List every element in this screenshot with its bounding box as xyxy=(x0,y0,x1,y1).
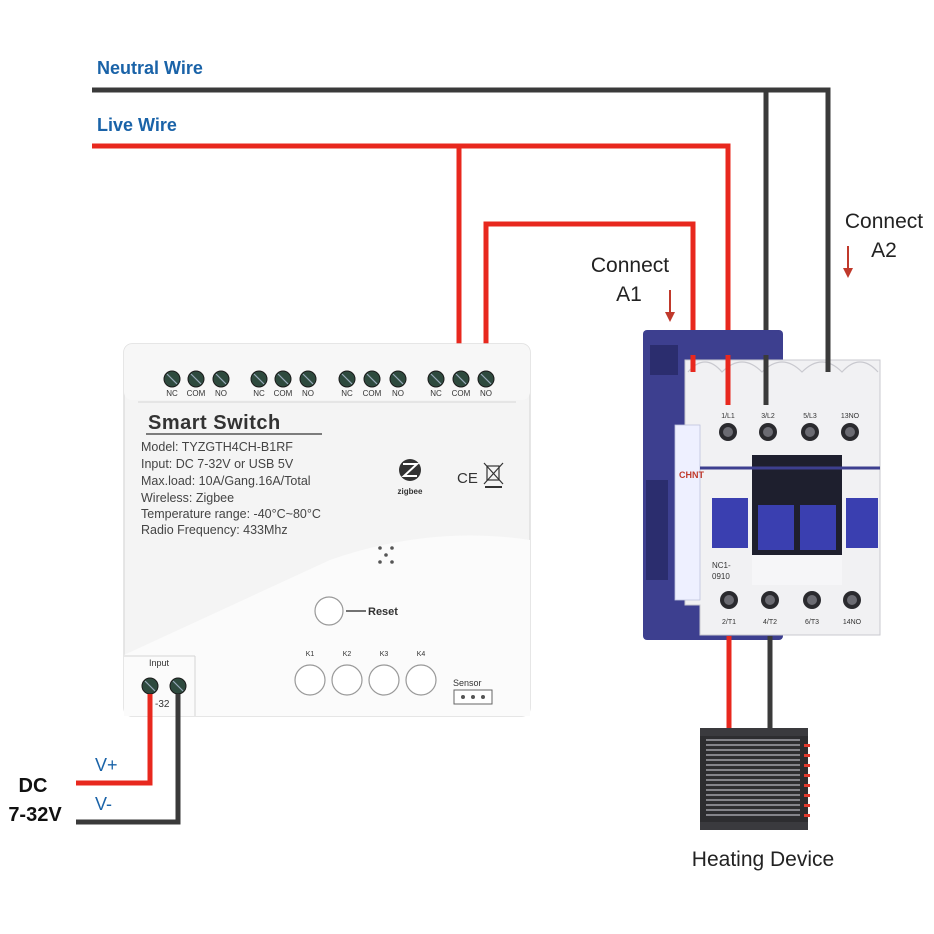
screw-slot xyxy=(253,373,265,385)
screw-slot xyxy=(277,373,289,385)
module-terminal-label: COM xyxy=(274,389,293,398)
heater-pin xyxy=(804,764,810,767)
k1-label: K1 xyxy=(306,651,315,658)
screw-slot xyxy=(215,373,227,385)
svg-text:3/L2: 3/L2 xyxy=(761,413,775,420)
connect-a2-label: Connect A2 xyxy=(843,210,923,278)
k4-label: K4 xyxy=(417,651,426,658)
module-terminal-label: NC xyxy=(341,389,353,398)
dc-wires xyxy=(76,694,181,825)
v-plus-label: V+ xyxy=(95,755,118,775)
svg-text:A1: A1 xyxy=(616,283,642,306)
heater-pin xyxy=(804,804,810,807)
k3-button[interactable] xyxy=(368,664,400,696)
module-terminal-label: NC xyxy=(253,389,265,398)
svg-text:Connect: Connect xyxy=(591,254,669,277)
svg-text:13NO: 13NO xyxy=(841,413,860,420)
dc-voltage-label: 7-32V xyxy=(8,804,62,826)
module-terminal-label: NO xyxy=(480,389,492,398)
screw-slot xyxy=(190,373,202,385)
contactor-model-1: NC1- xyxy=(712,561,731,570)
svg-text:6/T3: 6/T3 xyxy=(805,619,819,626)
svg-text:5/L3: 5/L3 xyxy=(803,413,817,420)
k2-button[interactable] xyxy=(331,664,363,696)
screw-slot xyxy=(480,373,492,385)
live-wire xyxy=(92,143,731,395)
heater-pin xyxy=(804,774,810,777)
contactor-top-terminal-labels: 1/L1 3/L2 5/L3 13NO xyxy=(721,413,860,420)
module-terminal-label: NO xyxy=(392,389,404,398)
module-top-terminals: NC COM NO NC COM NO NC COM NO NC COM NO xyxy=(163,370,495,398)
module-terminal-label: NC xyxy=(430,389,442,398)
spec-model: Model: TYZGTH4CH-B1RF xyxy=(141,440,293,454)
contactor-brand: CHNT xyxy=(679,470,704,480)
heater-pin xyxy=(804,744,810,747)
screw-slot xyxy=(341,373,353,385)
input-voltage-text: -32 xyxy=(155,699,170,710)
svg-text:A2: A2 xyxy=(871,239,897,262)
contactor-model-2: 0910 xyxy=(712,572,730,581)
heater-pin xyxy=(804,814,810,817)
contactor-input-wires xyxy=(690,352,831,405)
svg-text:14NO: 14NO xyxy=(843,619,862,626)
screw-slot xyxy=(366,373,378,385)
module-title: Smart Switch xyxy=(148,412,281,434)
module-specs: Model: TYZGTH4CH-B1RF Input: DC 7-32V or… xyxy=(141,440,321,537)
spec-input: Input: DC 7-32V or USB 5V xyxy=(141,457,294,471)
input-terminals: Input -32 xyxy=(141,658,187,710)
screw-slot xyxy=(430,373,442,385)
indicator-dots xyxy=(378,546,394,564)
spec-max-load: Max.load: 10A/Gang.16A/Total xyxy=(141,474,311,488)
svg-text:zigbee: zigbee xyxy=(398,487,423,496)
spec-wireless: Wireless: Zigbee xyxy=(141,491,234,505)
contactor xyxy=(643,330,881,640)
screw-slot xyxy=(302,373,314,385)
dc-label: DC xyxy=(19,775,48,797)
screw-slot xyxy=(166,373,178,385)
reset-label: Reset xyxy=(368,606,398,618)
module-terminal-label: NC xyxy=(166,389,178,398)
k4-button[interactable] xyxy=(405,664,437,696)
spec-radio: Radio Frequency: 433Mhz xyxy=(141,523,288,537)
module-terminal-label: NO xyxy=(302,389,314,398)
screw-slot xyxy=(392,373,404,385)
connect-a1-label: Connect A1 xyxy=(591,254,675,322)
k2-label: K2 xyxy=(343,651,352,658)
k3-label: K3 xyxy=(380,651,389,658)
weee-bin-icon xyxy=(483,462,504,488)
input-label: Input xyxy=(149,658,170,668)
ce-mark: CE xyxy=(457,470,478,487)
reset-button[interactable]: Reset xyxy=(314,596,398,626)
zigbee-logo: zigbee xyxy=(398,459,423,496)
k-buttons: K1 K2 K3 K4 xyxy=(294,651,437,696)
heating-device-label: Heating Device xyxy=(692,848,834,871)
svg-text:CE: CE xyxy=(457,470,478,487)
neutral-wire-label: Neutral Wire xyxy=(97,58,203,78)
contactor-top-screws xyxy=(719,423,859,441)
svg-text:1/L1: 1/L1 xyxy=(721,413,735,420)
k1-button[interactable] xyxy=(294,664,326,696)
spec-temperature: Temperature range: -40°C~80°C xyxy=(141,507,321,521)
module-terminal-label: COM xyxy=(452,389,471,398)
contactor-bottom-screws xyxy=(720,591,861,609)
screw-slot xyxy=(455,373,467,385)
module-terminal-label: COM xyxy=(187,389,206,398)
heater-wires xyxy=(726,636,773,735)
sensor-label: Sensor xyxy=(453,678,482,688)
svg-text:2/T1: 2/T1 xyxy=(722,619,736,626)
module-terminal-label: NO xyxy=(215,389,227,398)
sensor-port: Sensor xyxy=(453,678,493,705)
heating-device-icon xyxy=(700,728,810,830)
heater-pin xyxy=(804,794,810,797)
heater-pin xyxy=(804,754,810,757)
svg-text:4/T2: 4/T2 xyxy=(763,619,777,626)
heater-pin xyxy=(804,784,810,787)
svg-text:Connect: Connect xyxy=(845,210,923,233)
module-terminal-label: COM xyxy=(363,389,382,398)
contactor-bottom-terminal-labels: 2/T1 4/T2 6/T3 14NO xyxy=(722,619,862,626)
v-minus-label: V- xyxy=(95,794,112,814)
live-wire-label: Live Wire xyxy=(97,115,177,135)
